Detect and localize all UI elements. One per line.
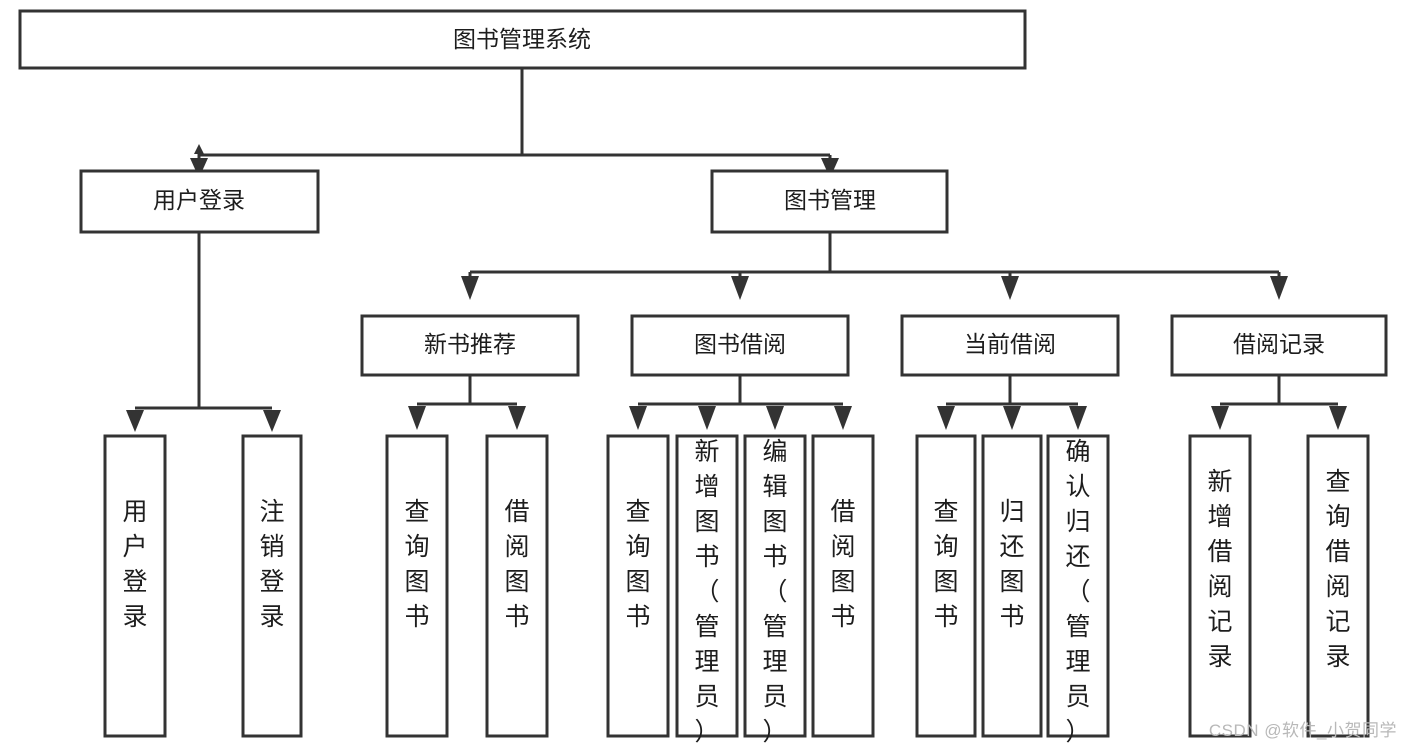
leaf-add-book-admin-box[interactable] — [675, 434, 739, 738]
leaf-confirm-return-admin[interactable]: 确认归还（管理员） — [1046, 434, 1110, 746]
leaf-add-borrow-record-box[interactable] — [1188, 434, 1252, 738]
arrow-borrow-leaf4 — [834, 406, 852, 430]
leaf-query-book-current-label: 查询图书 — [933, 498, 958, 631]
node-root-label: 图书管理系统 — [453, 26, 591, 52]
node-user-login-box[interactable] — [79, 169, 320, 234]
leaf-user-login-label: 用户登录 — [122, 498, 147, 631]
arrow-borrow-leaf3 — [766, 406, 784, 430]
leaf-confirm-return-admin-box[interactable] — [1046, 434, 1110, 738]
arrow-newbook-leaf1 — [408, 406, 426, 430]
node-user-login-label: 用户登录 — [153, 187, 245, 213]
leaf-logout[interactable]: 注销登录 — [241, 434, 303, 738]
node-user-login[interactable]: 用户登录 — [79, 169, 320, 234]
leaf-logout-label: 注销登录 — [259, 498, 284, 631]
leaf-query-book-rec-box[interactable] — [385, 434, 449, 738]
leaf-query-book-rec-label: 查询图书 — [404, 498, 429, 631]
arrow-bookmgmt-record — [1270, 272, 1288, 300]
leaf-user-login[interactable]: 用户登录 — [103, 434, 167, 738]
node-borrow-record[interactable]: 借阅记录 — [1170, 314, 1388, 377]
arrow-borrow-leaf2 — [698, 406, 716, 430]
leaf-return-book-box[interactable] — [981, 434, 1043, 738]
leaf-add-book-admin[interactable]: 新增图书（管理员） — [675, 434, 739, 746]
arrow-record-leaf1 — [1211, 406, 1229, 430]
leaf-edit-book-admin-box[interactable] — [743, 434, 807, 738]
leaf-borrow-book[interactable]: 借阅图书 — [811, 434, 875, 738]
node-book-management[interactable]: 图书管理 — [710, 169, 949, 234]
arrow-root-to-user-login — [190, 155, 208, 178]
node-borrow-record-box[interactable] — [1170, 314, 1388, 377]
arrow-newbook-leaf2 — [508, 406, 526, 430]
leaf-logout-box[interactable] — [241, 434, 303, 738]
leaf-query-book-current-box[interactable] — [915, 434, 977, 738]
leaf-borrow-book-rec[interactable]: 借阅图书 — [485, 434, 549, 738]
arrow-current-leaf2 — [1003, 406, 1021, 430]
node-book-borrow-label: 图书借阅 — [694, 331, 786, 357]
node-book-borrow-box[interactable] — [630, 314, 850, 377]
leaf-add-borrow-record[interactable]: 新增借阅记录 — [1188, 434, 1252, 738]
arrow-bookmgmt-current — [1001, 272, 1019, 300]
csdn-watermark: CSDN @软件_小贺同学 — [1208, 721, 1397, 740]
leaf-query-book-rec[interactable]: 查询图书 — [385, 434, 449, 738]
node-book-management-label: 图书管理 — [784, 187, 876, 213]
leaf-add-borrow-record-label: 新增借阅记录 — [1207, 468, 1232, 671]
arrow-root-to-book-mgmt — [821, 155, 839, 178]
leaf-query-book-current[interactable]: 查询图书 — [915, 434, 977, 738]
leaf-borrow-book-label: 借阅图书 — [830, 498, 855, 631]
leaf-user-login-box[interactable] — [103, 434, 167, 738]
leaf-return-book[interactable]: 归还图书 — [981, 434, 1043, 738]
node-root-box[interactable] — [18, 9, 1027, 70]
leaf-edit-book-admin[interactable]: 编辑图书（管理员） — [743, 434, 807, 746]
arrow-userlogin-leaf1 — [126, 410, 144, 432]
leaf-add-book-admin-label: 新增图书（管理员） — [694, 438, 719, 746]
leaf-query-book-borrow-label: 查询图书 — [625, 498, 650, 631]
arrow-bookmgmt-newbook — [461, 272, 479, 300]
leaf-query-borrow-record-label: 查询借阅记录 — [1325, 468, 1350, 671]
node-current-borrow[interactable]: 当前借阅 — [900, 314, 1120, 377]
leaf-return-book-label: 归还图书 — [999, 498, 1024, 631]
leaf-query-book-borrow-box[interactable] — [606, 434, 670, 738]
arrow-userlogin-leaf2 — [263, 410, 281, 432]
node-book-borrow[interactable]: 图书借阅 — [630, 314, 850, 377]
node-current-borrow-box[interactable] — [900, 314, 1120, 377]
leaf-edit-book-admin-label: 编辑图书（管理员） — [762, 438, 787, 746]
connectors — [126, 68, 1347, 432]
arrow-current-leaf3 — [1069, 406, 1087, 430]
leaf-confirm-return-admin-label: 确认归还（管理员） — [1065, 438, 1090, 746]
arrow-record-leaf2 — [1329, 406, 1347, 430]
node-current-borrow-label: 当前借阅 — [964, 331, 1056, 357]
arrow-bookmgmt-borrow — [731, 272, 749, 300]
node-borrow-record-label: 借阅记录 — [1233, 331, 1325, 357]
node-new-book-recommend[interactable]: 新书推荐 — [360, 314, 580, 377]
leaf-borrow-book-rec-label: 借阅图书 — [504, 498, 529, 631]
leaf-query-borrow-record-box[interactable] — [1306, 434, 1370, 738]
arrow-borrow-leaf1 — [629, 406, 647, 430]
node-new-book-recommend-box[interactable] — [360, 314, 580, 377]
node-book-management-box[interactable] — [710, 169, 949, 234]
node-new-book-recommend-label: 新书推荐 — [424, 331, 516, 357]
node-root[interactable]: 图书管理系统 — [18, 9, 1027, 70]
leaf-borrow-book-box[interactable] — [811, 434, 875, 738]
leaf-borrow-book-rec-box[interactable] — [485, 434, 549, 738]
leaf-query-book-borrow[interactable]: 查询图书 — [606, 434, 670, 738]
leaf-query-borrow-record[interactable]: 查询借阅记录 — [1306, 434, 1370, 738]
arrow-current-leaf1 — [937, 406, 955, 430]
